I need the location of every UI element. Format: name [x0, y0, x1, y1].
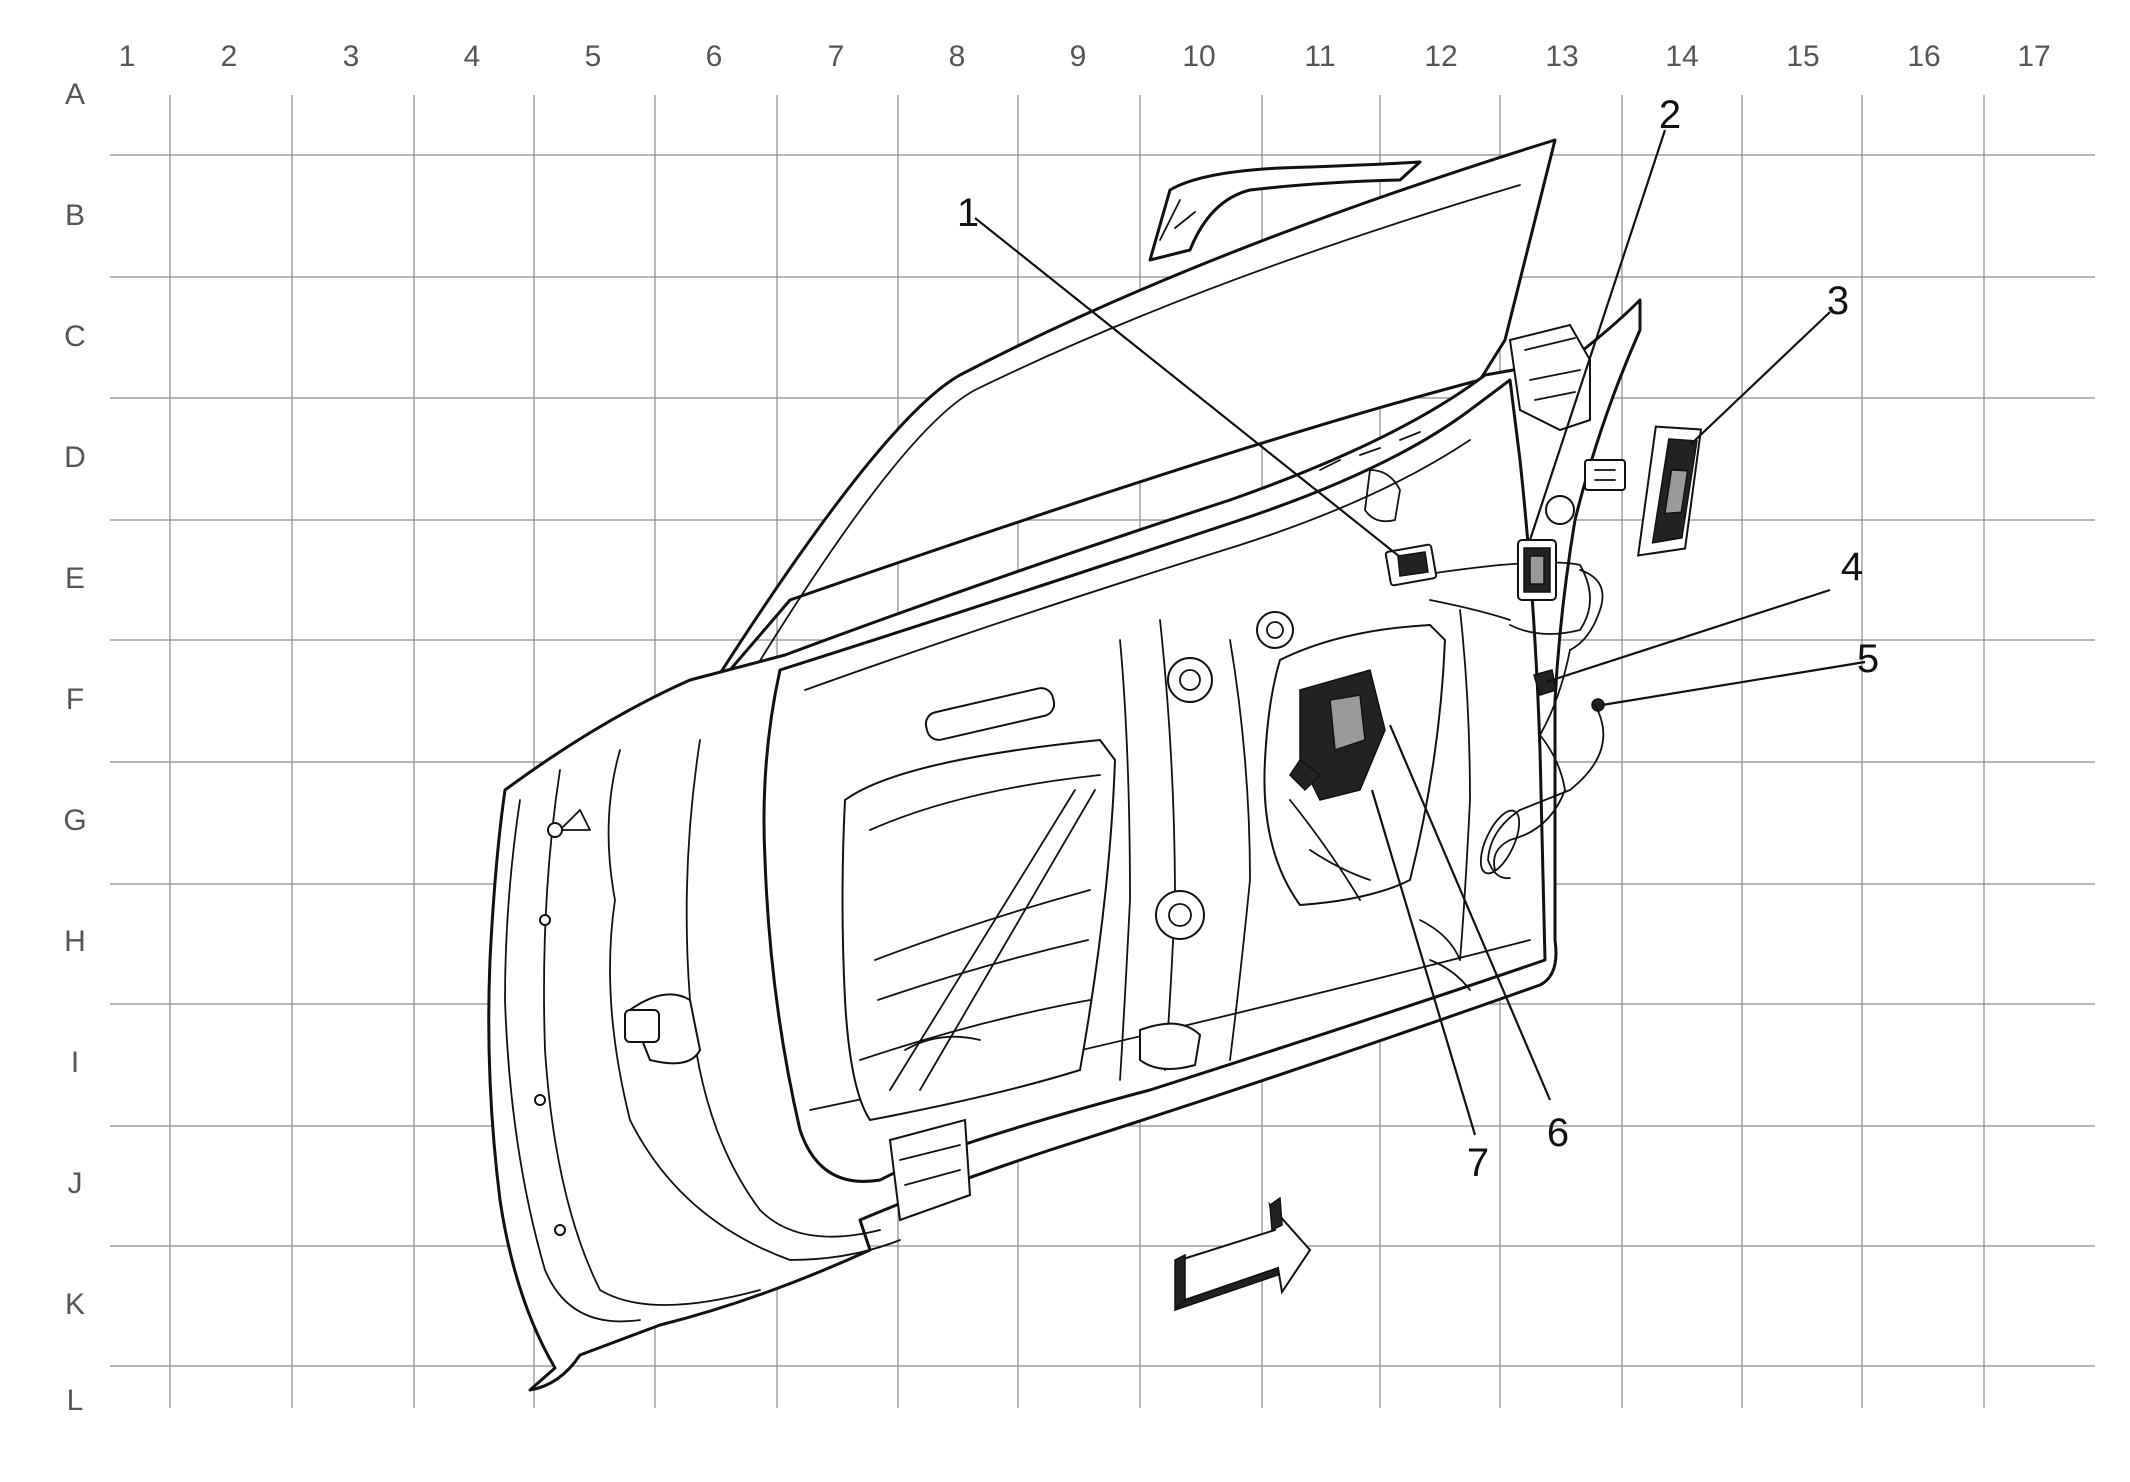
- callout-3: 3: [1827, 279, 1849, 323]
- callout-leaders: [974, 129, 1866, 1136]
- grid-column-label: 6: [706, 40, 723, 73]
- grid-row-label: H: [64, 925, 86, 958]
- grid-column-label: 7: [828, 40, 845, 73]
- grid-column-label: 13: [1545, 40, 1578, 73]
- grid-column-label: 16: [1907, 40, 1940, 73]
- window-glass: [698, 138, 1557, 707]
- callout-1: 1: [957, 191, 979, 235]
- grid-row-labels: A B C D E F G H I J K L: [63, 78, 86, 1417]
- grid-column-label: 9: [1070, 40, 1087, 73]
- grid-row-label: D: [64, 441, 86, 474]
- callout-labels: 1 2 3 4 5 6 7: [957, 93, 1879, 1185]
- grid-row-label: I: [71, 1046, 79, 1079]
- grid-row-label: L: [67, 1384, 84, 1417]
- grid-row-label: F: [66, 683, 84, 716]
- grid-column-label: 4: [464, 40, 481, 73]
- callout-5: 5: [1857, 637, 1879, 681]
- grid-column-label: 5: [585, 40, 602, 73]
- grid-column-label: 2: [221, 40, 238, 73]
- forward-arrow-icon: [1174, 1196, 1312, 1312]
- grid-row-label: G: [63, 804, 86, 837]
- grid-row-label: E: [65, 562, 85, 595]
- wiring-harness: [1389, 561, 1591, 635]
- grid-row-label: J: [68, 1167, 83, 1200]
- grid-column-label: 14: [1665, 40, 1698, 73]
- grid-row-label: K: [65, 1288, 85, 1321]
- grid-row-label: A: [65, 78, 85, 111]
- switch-module-item-3: [1636, 425, 1703, 557]
- grid-column-label: 17: [2017, 40, 2050, 73]
- callout-2: 2: [1659, 93, 1681, 137]
- callout-4: 4: [1841, 545, 1863, 589]
- grid-column-label: 8: [949, 40, 966, 73]
- grid-column-label: 1: [119, 40, 136, 73]
- grid-column-label: 11: [1304, 40, 1335, 73]
- grid-column-label: 3: [343, 40, 360, 73]
- grid-column-label: 10: [1182, 40, 1215, 73]
- grid-column-label: 12: [1424, 40, 1457, 73]
- grid-row-label: C: [64, 320, 86, 353]
- harness-clip-item-4: [1533, 669, 1557, 696]
- grid-row-label: B: [65, 199, 85, 232]
- door-assembly-illustration: [487, 138, 1703, 1392]
- callout-7: 7: [1467, 1141, 1489, 1185]
- window-frame-rear: [1148, 160, 1422, 262]
- access-opening: [841, 738, 1117, 1122]
- callout-6: 6: [1547, 1111, 1569, 1155]
- grid-column-label: 15: [1786, 40, 1819, 73]
